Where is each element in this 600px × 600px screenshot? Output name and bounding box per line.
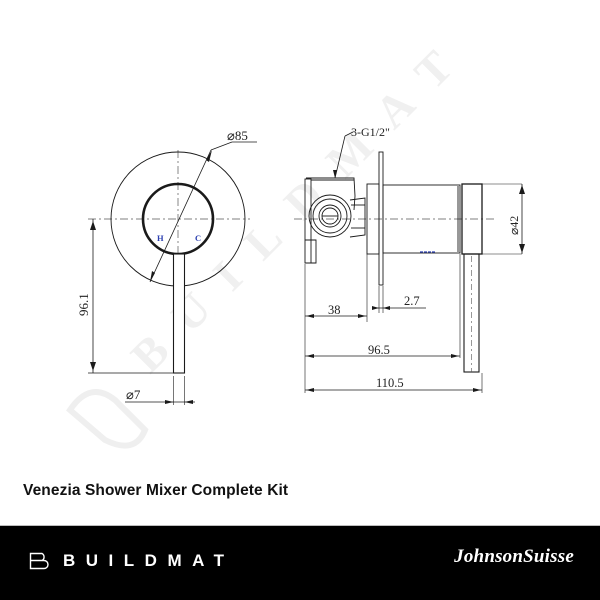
front-view bbox=[88, 141, 257, 405]
hot-label: H bbox=[157, 233, 164, 243]
buildmat-b-icon bbox=[29, 552, 49, 570]
plate-diameter-label: ⌀85 bbox=[227, 128, 248, 143]
body-diameter-label: ⌀42 bbox=[507, 216, 521, 235]
product-title: Venezia Shower Mixer Complete Kit bbox=[23, 482, 289, 499]
cold-label: C bbox=[195, 233, 201, 243]
watermark: BUILDMAT bbox=[66, 22, 481, 449]
dim-96-5-label: 96.5 bbox=[368, 343, 390, 357]
johnson-suisse-logo: JohnsonSuisse bbox=[454, 546, 574, 567]
lever-length-label: 96.1 bbox=[76, 293, 91, 316]
dim-38-label: 38 bbox=[328, 303, 341, 317]
dim-110-5-label: 110.5 bbox=[376, 376, 404, 390]
lever bbox=[172, 253, 186, 374]
buildmat-logo: BUILDMAT bbox=[29, 551, 235, 571]
dim-2-7-label: 2.7 bbox=[404, 294, 420, 308]
buildmat-wordmark: BUILDMAT bbox=[63, 551, 235, 570]
side-view bbox=[294, 131, 525, 393]
footer-bar: BUILDMAT JohnsonSuisse bbox=[0, 525, 600, 600]
inlet-label: 3-G1/2" bbox=[351, 125, 390, 139]
technical-drawing: BUILDMAT bbox=[66, 22, 525, 449]
lever-diameter-label: ⌀7 bbox=[126, 387, 141, 402]
